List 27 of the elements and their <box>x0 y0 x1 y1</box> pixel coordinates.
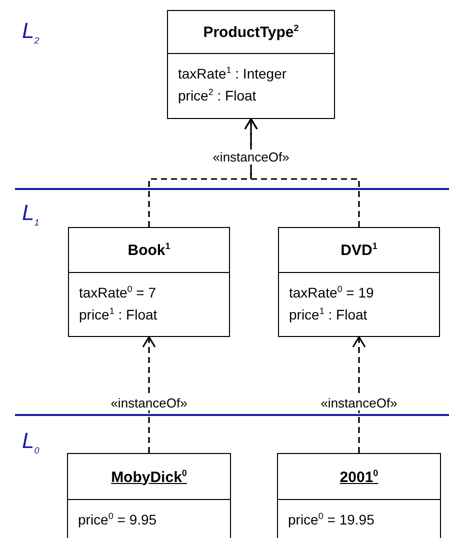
edge-label: «instanceOf» <box>212 150 290 164</box>
attribute-text: price$^{1}$ : Float <box>79 304 158 324</box>
edge-label: «instanceOf» <box>110 396 188 410</box>
instance-of-arrow <box>244 118 360 227</box>
attribute-text: price$^{0}$ = 9.95 <box>78 510 158 529</box>
attribute-text: taxRate$^{0}$ = 7 <box>79 283 158 302</box>
level-label: L$_{1}$ <box>22 200 40 228</box>
object-name: MobyDick$^{0}$ <box>111 468 187 486</box>
instance-of-arrow <box>352 336 366 453</box>
level-label: L$_{0}$ <box>22 428 40 456</box>
object-name: 2001$^{0}$ <box>340 468 378 486</box>
attribute-text: price$^{1}$ : Float <box>289 304 368 324</box>
object-box <box>277 453 441 538</box>
attribute-text: taxRate$^{1}$ : Integer <box>178 64 288 83</box>
instance-of-arrow <box>142 336 156 453</box>
attribute-text: price$^{2}$ : Float <box>178 86 258 104</box>
class-box <box>278 227 440 337</box>
attribute-text: price$^{0}$ = 19.95 <box>288 510 376 529</box>
object-box <box>67 453 231 538</box>
class-name: ProductType$^{2}$ <box>203 23 299 41</box>
edge-label: «instanceOf» <box>320 396 398 410</box>
attribute-text: taxRate$^{0}$ = 19 <box>289 283 375 302</box>
class-name: DVD$^{1}$ <box>340 241 378 259</box>
class-box <box>167 10 335 119</box>
level-label: L$_{2}$ <box>22 18 40 46</box>
class-name: Book$^{1}$ <box>128 241 170 259</box>
class-box <box>68 227 230 337</box>
